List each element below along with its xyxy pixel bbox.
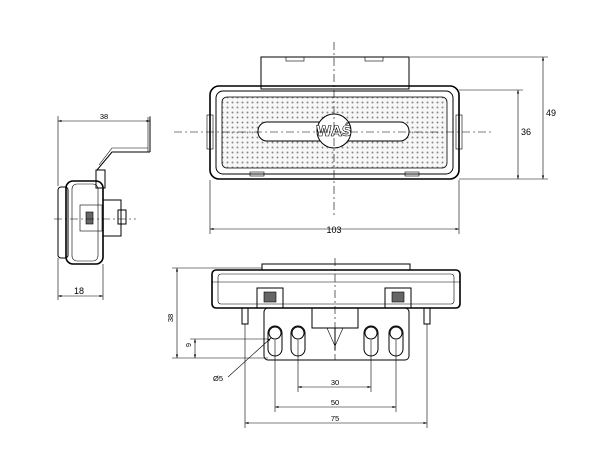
dim-label-49: 49	[546, 108, 556, 118]
dim-label-38-side: 38	[100, 112, 108, 121]
dim-label-30: 30	[331, 378, 339, 387]
side-bracket-arm-inner	[98, 147, 148, 166]
hole-3-circle	[364, 326, 378, 340]
bottom-connector-plate	[263, 307, 410, 361]
bottom-view	[211, 258, 461, 361]
dim-label-103: 103	[326, 225, 341, 235]
side-connector-pin	[117, 209, 127, 225]
dim-label-18: 18	[74, 286, 84, 296]
hole-2-circle	[291, 326, 305, 340]
side-view	[54, 117, 151, 265]
side-connector-block	[85, 211, 94, 225]
bottom-dimensions: 38 9 Ø5 30 50 75	[166, 267, 428, 428]
side-top-clip	[95, 169, 106, 189]
bottom-clip-left-block	[263, 291, 277, 303]
bottom-screw-left	[241, 307, 249, 325]
dim-label-38-bottom: 38	[166, 314, 175, 322]
dim-leader-d5	[227, 337, 272, 378]
bottom-clip-right-block	[391, 291, 405, 303]
hole-1-circle	[268, 326, 282, 340]
front-tab-right	[364, 56, 384, 62]
dim-label-36: 36	[521, 127, 531, 137]
front-dimensions: 103 49 36	[209, 56, 556, 235]
front-top-bracket	[260, 56, 410, 90]
hole-4-circle	[389, 326, 403, 340]
dim-label-50: 50	[331, 398, 339, 407]
front-housing-inner	[215, 90, 454, 175]
dim-label-9: 9	[184, 343, 193, 347]
side-lens	[57, 186, 69, 259]
side-connector	[102, 199, 122, 237]
side-connector-housing	[79, 204, 103, 232]
bottom-top-flange	[261, 263, 411, 271]
side-dimensions: 38 18	[57, 112, 151, 300]
bottom-housing-inner	[217, 273, 455, 305]
bottom-screw-right	[423, 307, 431, 325]
side-bracket-arm	[96, 151, 150, 171]
bottom-housing	[211, 269, 461, 309]
logo-text: WAŚ	[316, 122, 352, 140]
side-body-inner	[71, 183, 99, 262]
dim-label-d5: Ø5	[213, 374, 223, 383]
front-view: WAŚ	[174, 42, 493, 215]
side-body	[65, 180, 104, 265]
front-bottom-tab-right	[404, 171, 420, 177]
front-tab-left	[285, 56, 305, 62]
front-housing-outer	[209, 85, 460, 180]
front-bottom-tab-left	[249, 171, 265, 177]
dim-label-75: 75	[331, 414, 339, 423]
